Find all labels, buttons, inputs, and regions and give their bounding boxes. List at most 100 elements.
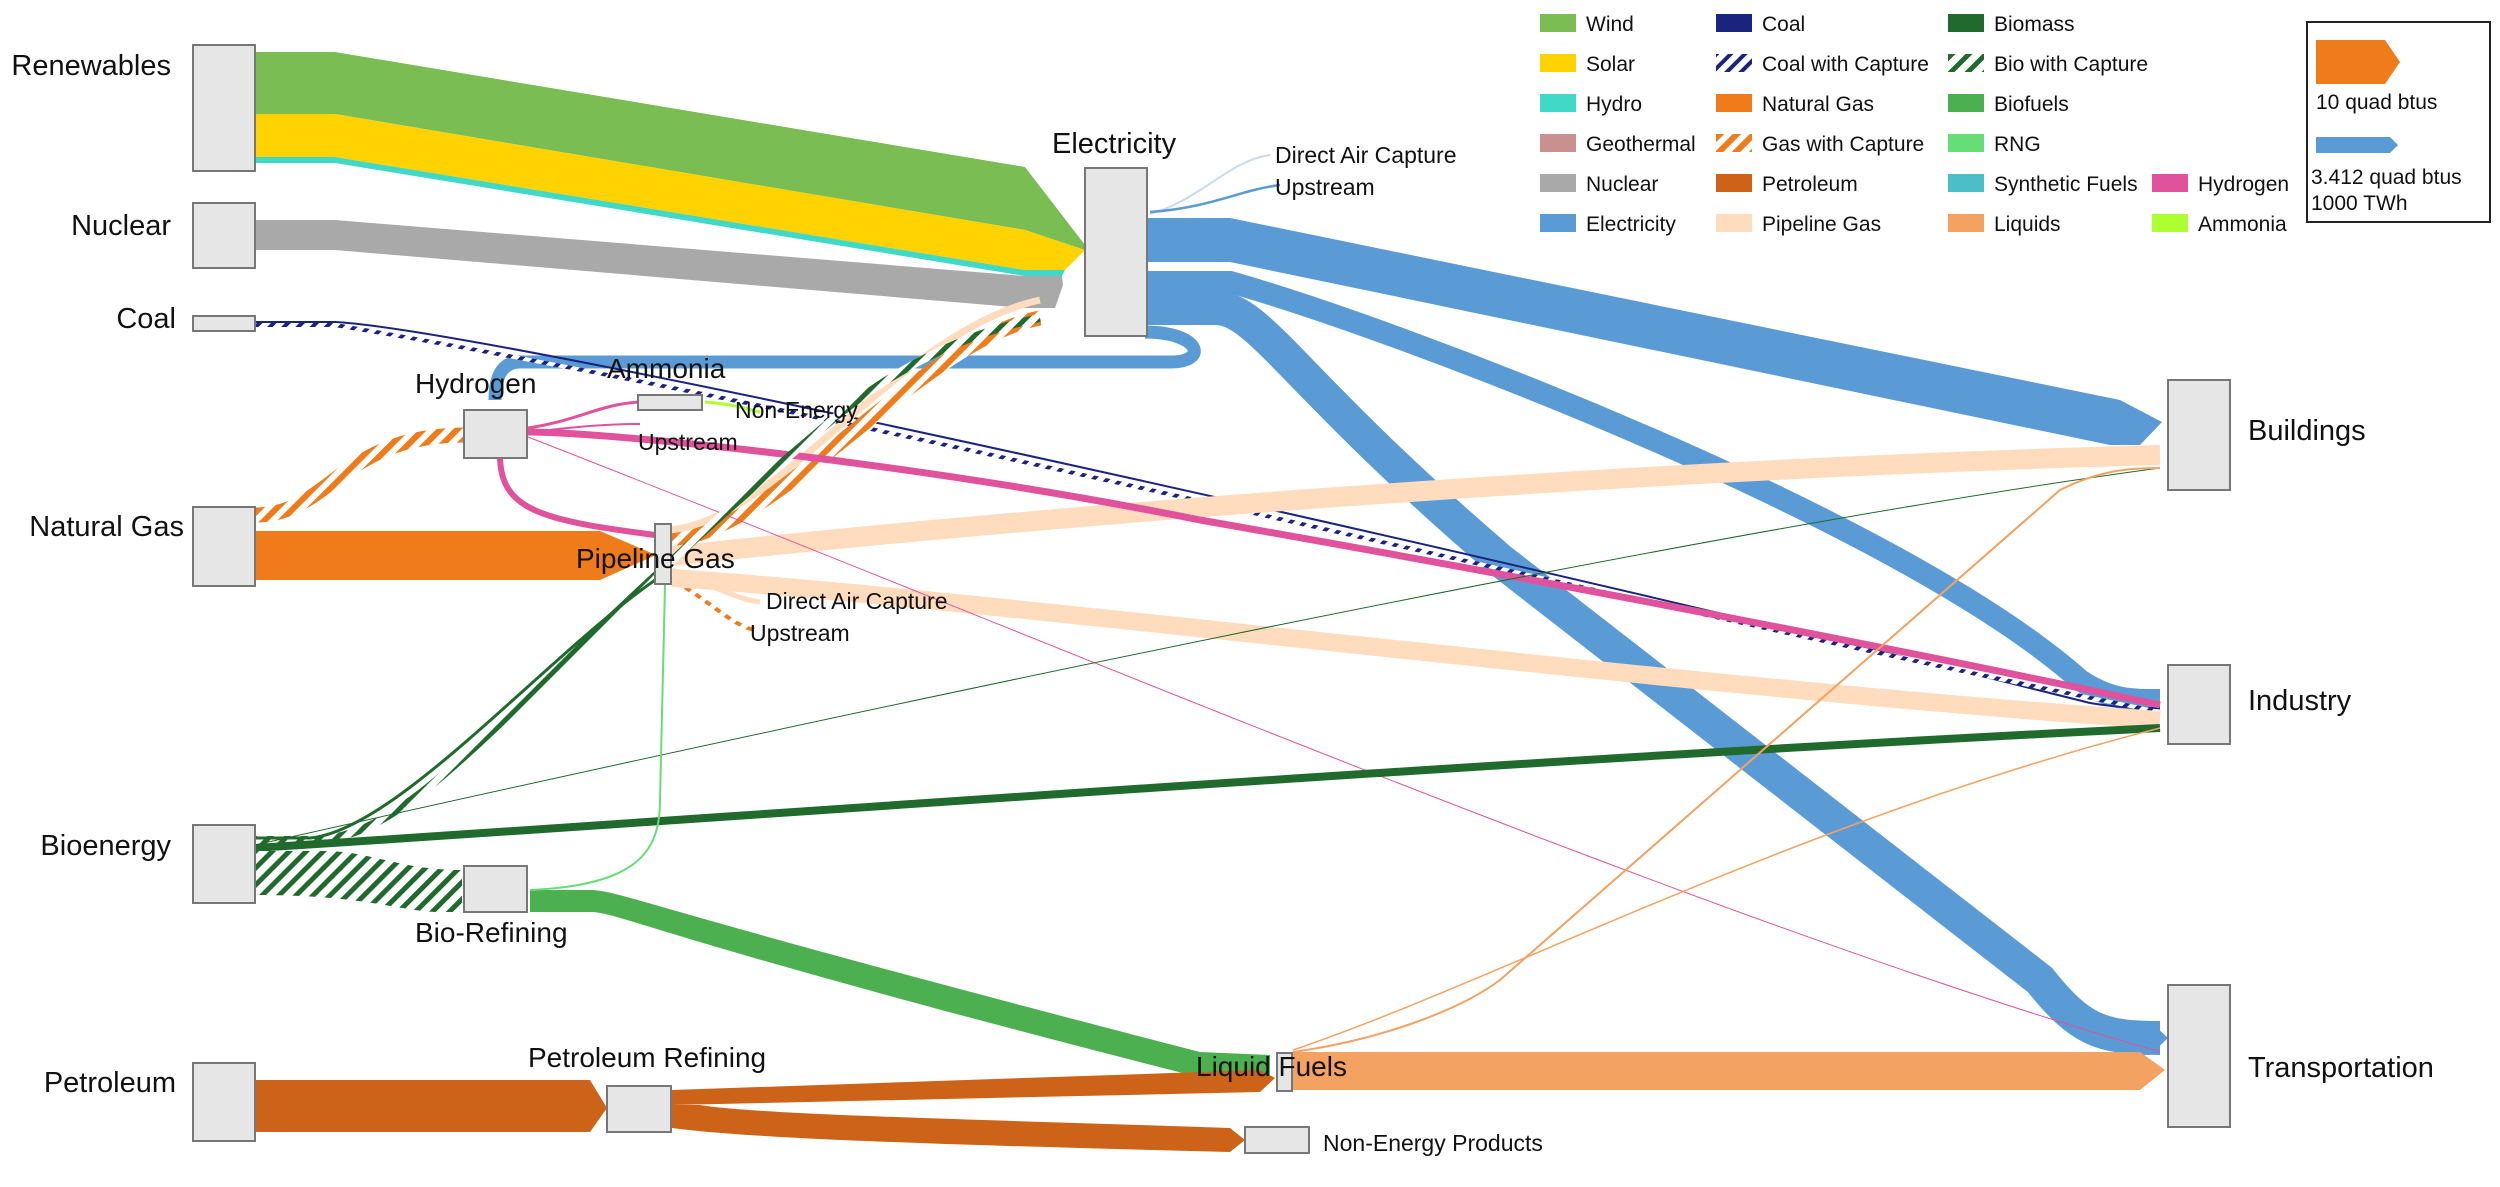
legend-swatch-bio-with-capture	[1948, 54, 1984, 72]
flow-hydrogen-pipeline	[497, 454, 656, 538]
legend-label-wind: Wind	[1586, 13, 1634, 36]
legend-swatch-nuclear	[1540, 174, 1576, 192]
legend-label-biofuels: Biofuels	[1994, 93, 2069, 116]
legend-label-geothermal: Geothermal	[1586, 133, 1696, 156]
nodes	[192, 44, 2231, 1154]
label-pipeline-gas-upstream: Upstream	[750, 620, 850, 646]
label-hydrogen: Hydrogen	[415, 368, 536, 399]
legend-label-petroleum: Petroleum	[1762, 173, 1858, 196]
scale-box: 10 quad btus 3.412 quad btus 1000 TWh	[2306, 21, 2491, 223]
node-natural-gas	[192, 506, 256, 587]
legend-swatch-hydrogen	[2152, 174, 2188, 192]
flow-hydrogen-industry	[527, 428, 2161, 709]
node-industry	[2167, 664, 2231, 745]
label-petroleum-refining: Petroleum Refining	[528, 1042, 766, 1073]
legend-label-coal: Coal	[1762, 13, 1805, 36]
flow-refining-liquid-fuels	[672, 1070, 1275, 1105]
node-bio-refining	[463, 865, 528, 913]
legend-swatch-solar	[1540, 54, 1576, 72]
flow-pipeline-gas-buildings	[670, 445, 2161, 566]
node-electricity	[1084, 167, 1148, 337]
legend-swatch-petroleum	[1716, 174, 1752, 192]
legend-label-natural-gas: Natural Gas	[1762, 93, 1874, 116]
flow-electricity-transportation-tip	[2130, 1021, 2168, 1055]
label-electricity: Electricity	[1052, 128, 1177, 160]
legend-swatch-wind	[1540, 14, 1576, 32]
label-buildings: Buildings	[2248, 415, 2366, 447]
node-buildings	[2167, 379, 2231, 491]
flow-solar-electricity	[255, 114, 1085, 270]
flow-coal-industry	[255, 321, 2161, 709]
node-non-energy-products	[1244, 1126, 1310, 1154]
legend-swatch-natural-gas	[1716, 94, 1752, 112]
node-hydrogen	[463, 409, 528, 459]
flow-rng-pipeline	[529, 584, 666, 891]
legend-label-liquids: Liquids	[1994, 213, 2061, 236]
legend-swatch-coal	[1716, 14, 1752, 32]
scale-blue-arrow	[2316, 137, 2398, 153]
flow-petroleum-refining	[255, 1080, 607, 1132]
scale-orange-label: 10 quad btus	[2316, 91, 2437, 114]
node-coal	[192, 315, 256, 332]
label-electricity-upstream: Upstream	[1275, 174, 1375, 200]
legend-swatch-rng	[1948, 134, 1984, 152]
flow-pipeline-gas-industry	[671, 569, 2161, 729]
label-industry: Industry	[2248, 685, 2352, 717]
flow-liquids-transportation	[1293, 1052, 2165, 1090]
legend-label-ammonia: Ammonia	[2198, 213, 2287, 236]
label-transportation: Transportation	[2248, 1052, 2434, 1084]
label-renewables: Renewables	[11, 50, 171, 82]
legend-label-hydrogen: Hydrogen	[2198, 173, 2289, 196]
legend-swatch-biofuels	[1948, 94, 1984, 112]
node-petroleum-refining	[606, 1085, 672, 1133]
flow-refining-non-energy	[672, 1105, 1245, 1152]
flow-liquids-buildings	[1292, 467, 2161, 1053]
flows	[254, 52, 2168, 1152]
flow-ammonia-non-energy	[704, 400, 761, 414]
legend-label-gas-with-capture: Gas with Capture	[1762, 133, 1924, 156]
label-bio-refining: Bio-Refining	[415, 917, 568, 948]
flow-electricity-upstream	[1149, 183, 1281, 214]
flow-liquids-industry	[1292, 727, 2161, 1051]
node-pipeline-gas	[654, 523, 672, 585]
flow-hydrogen-ammonia	[527, 400, 641, 430]
node-ammonia	[637, 394, 703, 411]
flow-bio-refining-input	[255, 851, 462, 912]
label-hydrogen-non-energy: Non-Energy	[735, 397, 858, 423]
legend-swatch-electricity	[1540, 214, 1576, 232]
legend-swatch-coal-with-capture	[1716, 54, 1752, 72]
scale-blue-label-2: 1000 TWh	[2311, 192, 2408, 215]
label-hydrogen-upstream: Upstream	[638, 429, 738, 455]
legend-swatch-ammonia	[2152, 214, 2188, 232]
flow-biomass-industry	[254, 724, 2161, 852]
label-petroleum: Petroleum	[44, 1067, 176, 1099]
flow-electricity-buildings	[1145, 218, 2162, 445]
label-natural-gas: Natural Gas	[29, 511, 184, 543]
legend-swatch-synthetic-fuels	[1948, 174, 1984, 192]
label-pipeline-gas: Pipeline Gas	[576, 543, 735, 574]
flow-hydrogen-upstream	[527, 423, 641, 433]
scale-blue-label-1: 3.412 quad btus	[2311, 166, 2462, 189]
label-bioenergy: Bioenergy	[40, 830, 171, 862]
legend-label-biomass: Biomass	[1994, 13, 2075, 36]
legend-swatch-liquids	[1948, 214, 1984, 232]
label-electricity-dac: Direct Air Capture	[1275, 142, 1457, 168]
flow-nuclear-electricity	[255, 220, 1063, 308]
legend-swatch-pipeline-gas	[1716, 214, 1752, 232]
flow-pg-electricity-hatched	[669, 310, 1042, 548]
label-nuclear: Nuclear	[71, 210, 171, 242]
legend-label-bio-with-capture: Bio with Capture	[1994, 53, 2148, 76]
flow-gas-with-capture-hydrogen	[254, 427, 466, 523]
legend-swatch-biomass	[1948, 14, 1984, 32]
label-coal: Coal	[116, 303, 176, 335]
node-transportation	[2167, 984, 2231, 1128]
legend-label-synthetic-fuels: Synthetic Fuels	[1994, 173, 2138, 196]
legend-swatch-hydro	[1540, 94, 1576, 112]
flow-electricity-hydrogen	[488, 325, 1201, 401]
legend-label-solar: Solar	[1586, 53, 1635, 76]
legend-label-coal-with-capture: Coal with Capture	[1762, 53, 1929, 76]
label-liquid-fuels: Liquid Fuels	[1196, 1051, 1347, 1082]
flow-wind-electricity	[255, 52, 1085, 250]
label-pipeline-gas-dac: Direct Air Capture	[766, 588, 948, 614]
